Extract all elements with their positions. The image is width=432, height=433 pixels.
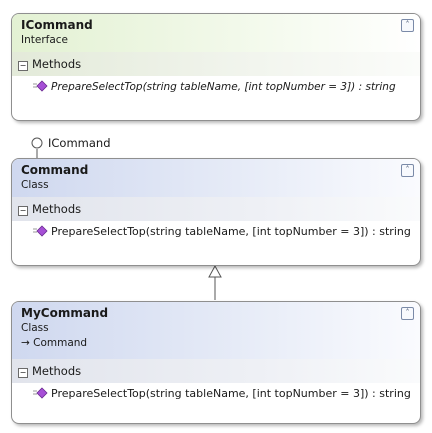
icommand-kind: Interface bbox=[21, 34, 69, 46]
mycommand-title: MyCommand bbox=[21, 306, 109, 320]
section-label: Methods bbox=[32, 202, 82, 216]
inheritance-arrow bbox=[208, 264, 222, 278]
mycommand-header[interactable]: MyCommand Class → Command ˄ bbox=[12, 302, 420, 359]
icommand-title: ICommand bbox=[21, 18, 93, 32]
icommand-method[interactable]: PrepareSelectTop(string tableName, [int … bbox=[12, 76, 420, 100]
mycommand-base-class: → Command bbox=[21, 337, 88, 349]
method-icon bbox=[33, 80, 48, 92]
mycommand-method[interactable]: PrepareSelectTop(string tableName, [int … bbox=[12, 383, 420, 407]
collapse-icon[interactable]: ˄ bbox=[401, 19, 414, 32]
icommand-methods-section[interactable]: −Methods bbox=[12, 52, 420, 76]
lollipop-circle bbox=[31, 137, 43, 149]
lollipop-label: ICommand bbox=[48, 136, 111, 150]
command-methods-section[interactable]: −Methods bbox=[12, 197, 420, 221]
method-icon bbox=[33, 225, 48, 237]
section-label: Methods bbox=[32, 57, 82, 71]
icommand-header[interactable]: ICommand Interface ˄ bbox=[12, 14, 420, 52]
command-title: Command bbox=[21, 163, 89, 177]
icommand-shape[interactable]: ICommand Interface ˄ −Methods PrepareSel… bbox=[11, 13, 421, 121]
command-shape[interactable]: Command Class ˄ −Methods PrepareSelectTo… bbox=[11, 158, 421, 266]
command-header[interactable]: Command Class ˄ bbox=[12, 159, 420, 197]
mycommand-shape[interactable]: MyCommand Class → Command ˄ −Methods Pre… bbox=[11, 301, 421, 424]
minus-icon[interactable]: − bbox=[18, 368, 28, 378]
method-signature: PrepareSelectTop(string tableName, [int … bbox=[51, 387, 411, 400]
mycommand-kind: Class bbox=[21, 322, 49, 334]
section-label: Methods bbox=[32, 364, 82, 378]
method-signature: PrepareSelectTop(string tableName, [int … bbox=[51, 225, 411, 238]
minus-icon[interactable]: − bbox=[18, 206, 28, 216]
command-kind: Class bbox=[21, 179, 49, 191]
mycommand-methods-section[interactable]: −Methods bbox=[12, 359, 420, 383]
minus-icon[interactable]: − bbox=[18, 61, 28, 71]
method-icon bbox=[33, 387, 48, 399]
command-method[interactable]: PrepareSelectTop(string tableName, [int … bbox=[12, 221, 420, 245]
collapse-icon[interactable]: ˄ bbox=[401, 164, 414, 177]
method-signature: PrepareSelectTop(string tableName, [int … bbox=[51, 81, 396, 93]
collapse-icon[interactable]: ˄ bbox=[401, 307, 414, 320]
